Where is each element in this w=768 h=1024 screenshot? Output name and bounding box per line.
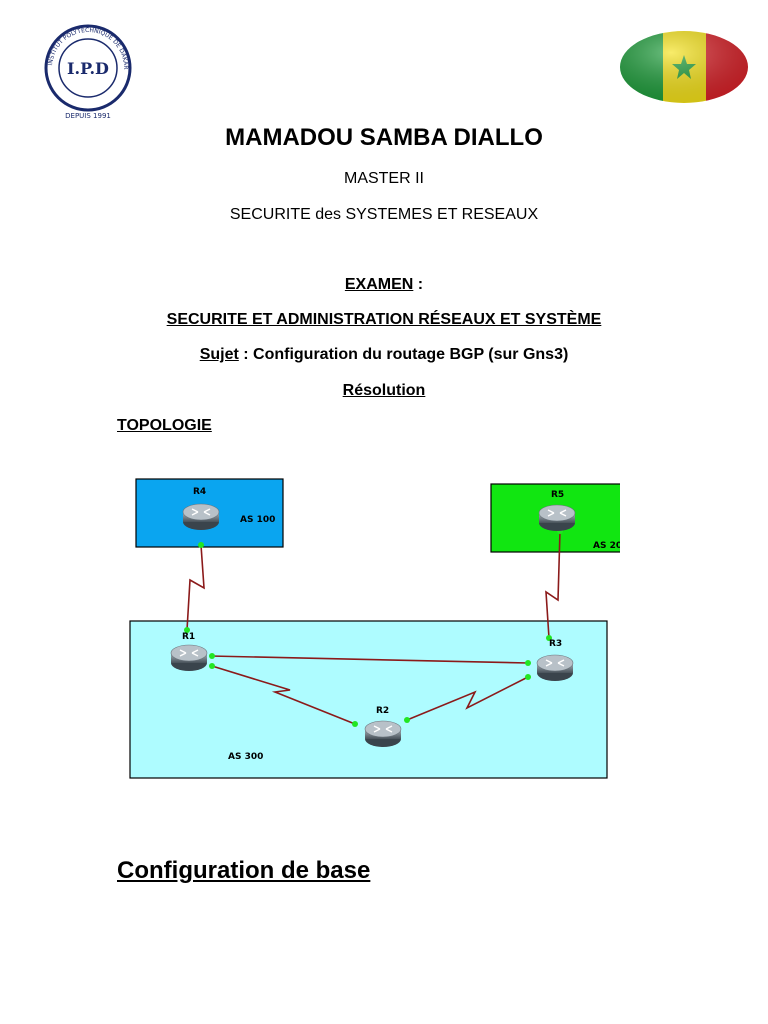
link-r1-r2	[211, 665, 356, 725]
course-title: SECURITE ET ADMINISTRATION RÉSEAUX ET SY…	[166, 311, 602, 328]
exam-heading: EXAMEN :	[0, 276, 768, 294]
topology-diagram: AS 100 AS 200 AS 300 R4 R5 R1 R3 R2	[129, 478, 620, 779]
link-r2-r3	[406, 676, 529, 721]
router-r1-label: R1	[182, 632, 195, 642]
logo-monogram: I.P.D	[67, 59, 109, 78]
router-r5-icon	[538, 504, 576, 532]
link-r1-r3	[209, 655, 529, 664]
subject-text: : Configuration du routage BGP (sur Gns3…	[238, 346, 569, 363]
senegal-flag	[620, 31, 748, 103]
as300-label: AS 300	[228, 752, 263, 762]
router-r3-icon	[536, 654, 574, 682]
program: SECURITE des SYSTEMES ET RESEAUX	[229, 206, 539, 223]
router-r4-label: R4	[193, 487, 206, 497]
router-r1-icon	[170, 644, 208, 672]
as100-label: AS 100	[240, 515, 275, 525]
router-r2-icon	[364, 720, 402, 748]
topology-heading: TOPOLOGIE	[117, 417, 212, 434]
as200-label: AS 200	[593, 541, 620, 551]
subject-line: Sujet : Configuration du routage BGP (su…	[0, 346, 768, 364]
subject-label: Sujet	[199, 346, 239, 363]
link-r4-r1	[186, 544, 205, 631]
router-r3-label: R3	[549, 639, 562, 649]
exam-label: EXAMEN	[344, 276, 414, 293]
router-r5-label: R5	[551, 490, 564, 500]
exam-suffix: :	[413, 276, 424, 293]
author-name: MAMADOU SAMBA DIALLO	[225, 124, 543, 151]
ipd-logo: INSTITUT POLYTECHNIQUE DE DAKAR · THOMAS…	[38, 24, 132, 120]
router-r4-icon	[182, 503, 220, 531]
logo-since: DEPUIS 1991	[65, 112, 111, 120]
degree: MASTER II	[343, 170, 424, 187]
router-r2-label: R2	[376, 706, 389, 716]
as300-area	[129, 620, 608, 779]
resolution-heading: Résolution	[342, 382, 426, 399]
link-r5-r3	[545, 530, 561, 639]
section-heading: Configuration de base	[117, 857, 371, 884]
